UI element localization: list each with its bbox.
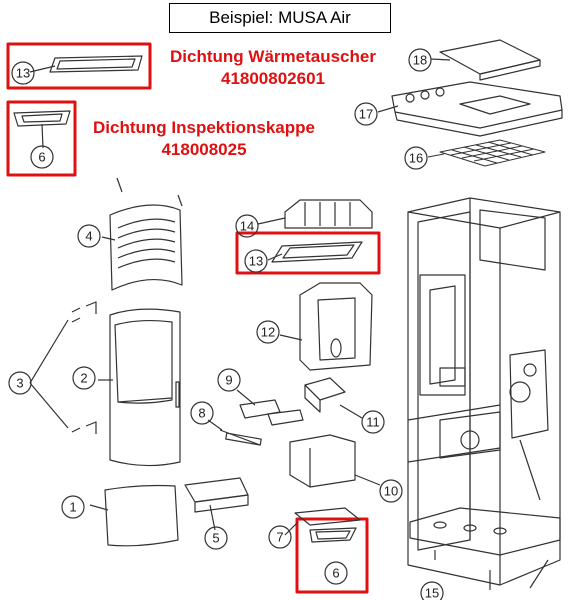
inspection-cap-gasket-number: 418008025 — [161, 140, 247, 159]
gasket-6-main — [309, 527, 357, 543]
ash-door-part — [89, 484, 179, 547]
svg-text:18: 18 — [413, 53, 427, 68]
stove-body-frame — [407, 197, 561, 586]
svg-text:5: 5 — [212, 531, 219, 546]
gasket-13-main — [267, 241, 363, 263]
svg-text:10: 10 — [384, 484, 398, 499]
svg-text:13: 13 — [16, 66, 30, 81]
front-door-part — [98, 308, 181, 467]
svg-text:1: 1 — [69, 500, 76, 515]
highlight-box-6-bottom — [295, 517, 369, 594]
svg-text:12: 12 — [261, 325, 275, 340]
inspection-cap-gasket-label: Dichtung Inspektionskappe 418008025 — [84, 117, 324, 161]
burn-pot-grate-part — [236, 389, 304, 426]
callout-3: 3 — [8, 371, 32, 395]
callout-18: 18 — [408, 48, 432, 72]
callout-11: 11 — [361, 410, 385, 434]
svg-text:7: 7 — [276, 530, 283, 545]
ash-pan-part — [304, 377, 363, 419]
base-plate-part — [409, 507, 561, 590]
svg-text:13: 13 — [249, 254, 263, 269]
callout-17: 17 — [354, 102, 378, 126]
svg-text:8: 8 — [198, 406, 205, 421]
svg-text:3: 3 — [16, 376, 23, 391]
callout-6-bottom: 6 — [324, 561, 348, 585]
grille-panel-part — [101, 177, 183, 291]
callout-13-main: 13 — [244, 249, 268, 273]
callout-12: 12 — [256, 320, 280, 344]
svg-text:16: 16 — [409, 151, 423, 166]
inspection-cap-part — [284, 507, 361, 536]
inspection-cap-gasket-name: Dichtung Inspektionskappe — [93, 118, 315, 137]
highlight-box-13-main — [235, 231, 381, 275]
heat-exchanger-part — [257, 199, 373, 229]
hinges-part — [29, 301, 97, 434]
gasket-6-inset — [13, 110, 71, 149]
svg-text:6: 6 — [332, 566, 339, 581]
callout-4: 4 — [77, 224, 101, 248]
callout-8: 8 — [190, 401, 214, 425]
callout-9: 9 — [217, 368, 241, 392]
highlight-box-6-top — [6, 100, 77, 177]
callout-2: 2 — [72, 366, 96, 390]
svg-text:4: 4 — [85, 229, 92, 244]
callout-1: 1 — [61, 495, 85, 519]
svg-text:14: 14 — [240, 219, 254, 234]
svg-text:6: 6 — [38, 150, 45, 165]
svg-text:15: 15 — [425, 586, 439, 600]
svg-text:9: 9 — [225, 373, 232, 388]
svg-text:2: 2 — [80, 371, 87, 386]
callout-16: 16 — [404, 146, 428, 170]
heat-exchanger-gasket-label: Dichtung Wärmetauscher 41800802601 — [162, 46, 384, 90]
callout-10: 10 — [379, 479, 403, 503]
callout-15: 15 — [420, 581, 444, 600]
mesh-grid-part — [427, 139, 546, 167]
top-cover-part — [430, 39, 541, 81]
highlight-boxes — [6, 42, 381, 594]
deflector-part — [184, 477, 249, 531]
callout-5: 5 — [204, 526, 228, 550]
heat-exchanger-gasket-name: Dichtung Wärmetauscher — [170, 47, 376, 66]
callout-14: 14 — [235, 214, 259, 238]
diagram-title: Beispiel: MUSA Air — [169, 3, 391, 33]
svg-text:11: 11 — [366, 415, 380, 430]
poker-tool-part — [207, 419, 262, 446]
callouts: 1 2 3 4 5 6 6 7 8 9 10 11 12 13 13 14 15… — [8, 48, 444, 600]
callout-13-top: 13 — [11, 61, 35, 85]
heat-exchanger-gasket-number: 41800802601 — [220, 69, 325, 88]
highlight-box-13-top — [6, 42, 152, 90]
top-panel-part — [377, 81, 563, 137]
callout-6-top: 6 — [30, 145, 54, 169]
inspection-hood-part — [279, 282, 373, 371]
svg-text:17: 17 — [359, 107, 373, 122]
callout-7: 7 — [268, 525, 292, 549]
firebox-liner-part — [289, 434, 381, 488]
gasket-13-inset — [29, 55, 143, 73]
